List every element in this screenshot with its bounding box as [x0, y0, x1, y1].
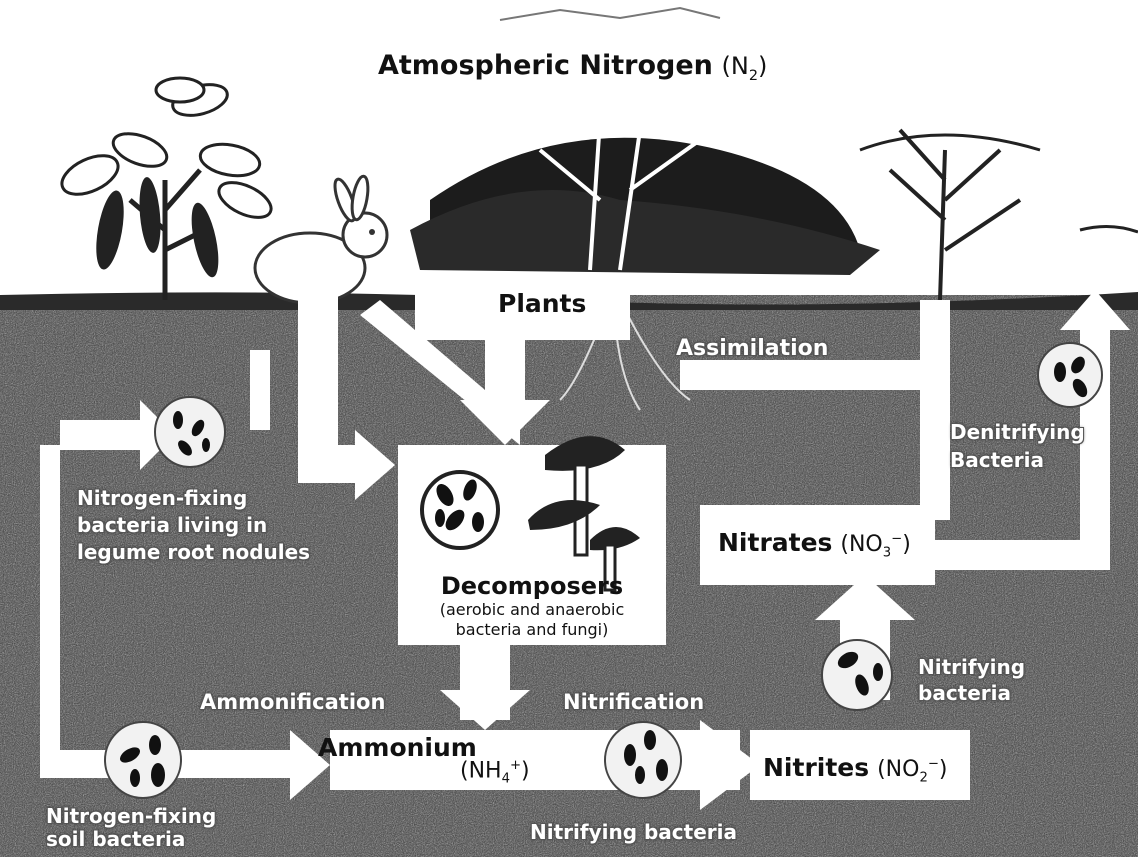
- nitrifying-bacteria-lower-label: Nitrifying bacteria: [530, 820, 737, 844]
- nitrification-label: Nitrification: [563, 690, 704, 714]
- ammonification-label: Ammonification: [200, 690, 385, 714]
- soil-bacteria-label: Nitrogen-fixing soil bacteria: [46, 805, 216, 851]
- atmospheric-nitrogen-label: Atmospheric Nitrogen (N2): [378, 50, 767, 84]
- atmospheric-nitrogen-text: Atmospheric Nitrogen: [378, 50, 713, 81]
- atmospheric-nitrogen-formula: (N2): [721, 52, 767, 80]
- decomposers-label: Decomposers (aerobic and anaerobic bacte…: [404, 572, 660, 640]
- decomposers-desc-2: bacteria and fungi): [404, 620, 660, 640]
- decomposer-bacteria-icon: [422, 472, 498, 548]
- ammonium-formula: (NH4+): [460, 758, 530, 787]
- nitrites-label: Nitrites (NO2−): [763, 753, 948, 785]
- assimilation-label: Assimilation: [676, 336, 828, 361]
- nitrates-label: Nitrates (NO3−): [718, 528, 911, 560]
- nitrifying-bacteria-upper-label: Nitrifying bacteria: [918, 654, 1025, 706]
- denitrifying-bacteria-icon: [1038, 343, 1102, 407]
- decomposers-desc-1: (aerobic and anaerobic: [404, 600, 660, 620]
- denitrifying-bacteria-label: Denitrifying Bacteria: [950, 418, 1085, 474]
- nitrifying-bacteria-upper-icon: [822, 640, 892, 710]
- nitrifying-bacteria-lower-icon: [605, 722, 681, 798]
- nodule-bacteria-label: Nitrogen-fixing bacteria living in legum…: [77, 485, 310, 566]
- decomposers-title: Decomposers: [404, 572, 660, 600]
- ammonium-label: Ammonium: [318, 733, 477, 762]
- soil-bacteria-icon: [105, 722, 181, 798]
- plants-label: Plants: [498, 289, 586, 318]
- nodule-bacteria-icon: [155, 397, 225, 467]
